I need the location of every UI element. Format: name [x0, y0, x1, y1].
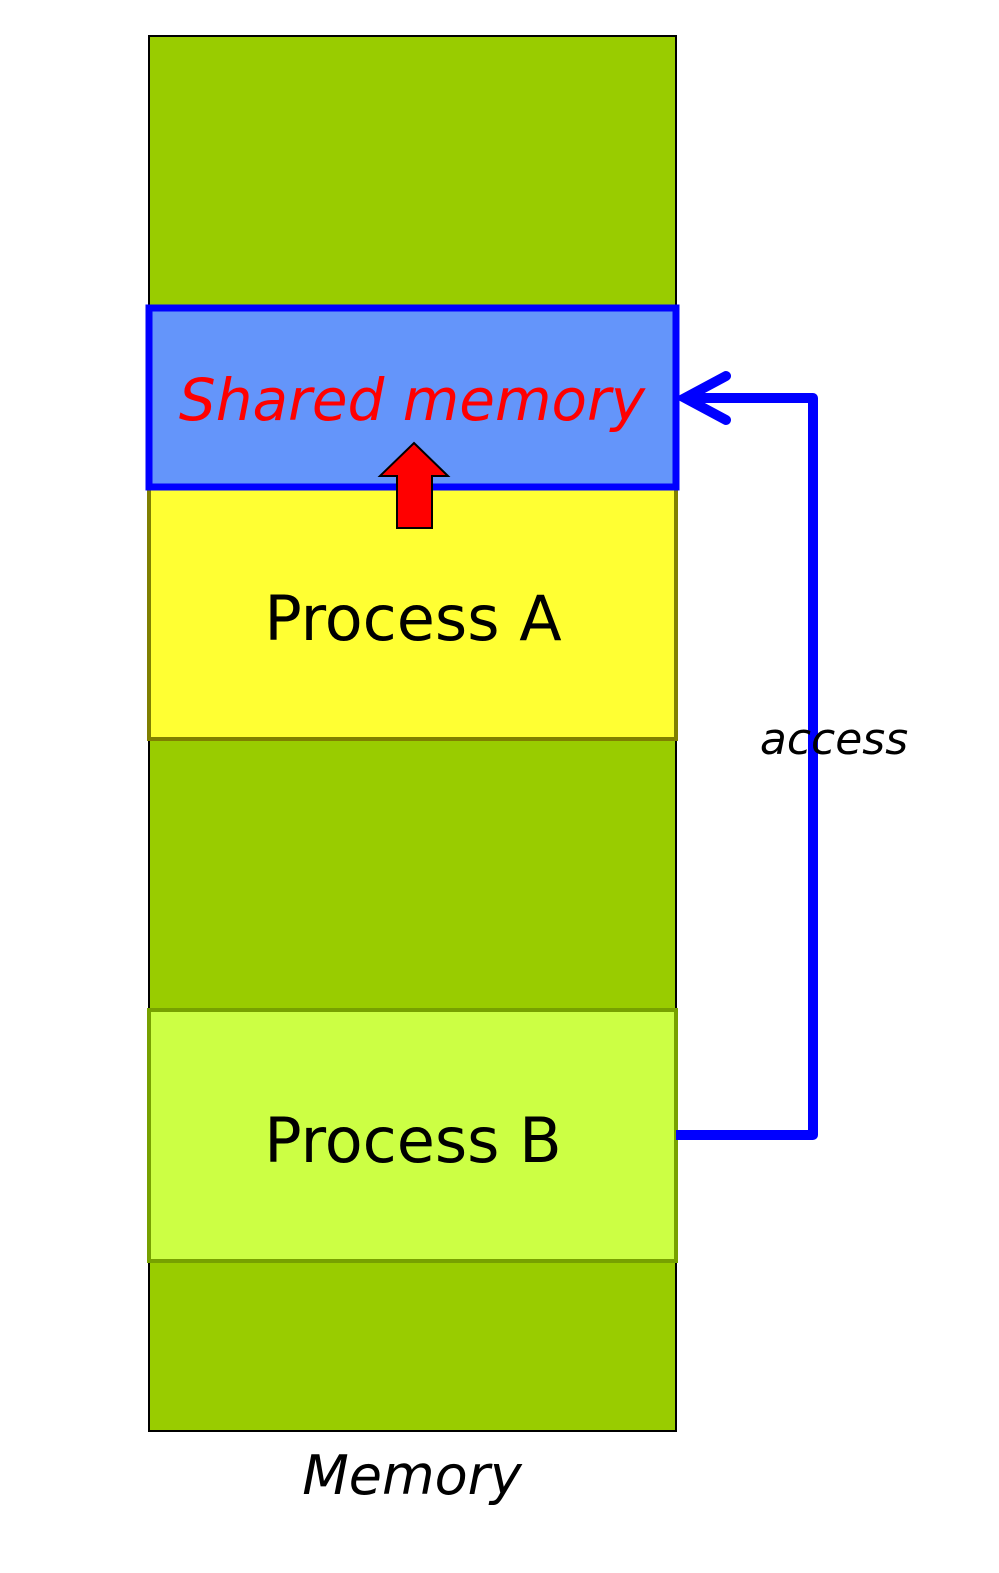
- process-b-region: [147, 1008, 678, 1263]
- access-arrowhead-icon: [674, 371, 731, 425]
- access-connector: [676, 393, 818, 1140]
- process-b-label: Process B: [264, 1104, 561, 1177]
- access-label: access: [760, 714, 908, 765]
- map-arrow-icon: [377, 441, 451, 529]
- memory-caption: Memory: [302, 1444, 523, 1507]
- process-a-label: Process A: [264, 582, 561, 655]
- shared-memory-label: Shared memory: [179, 366, 646, 434]
